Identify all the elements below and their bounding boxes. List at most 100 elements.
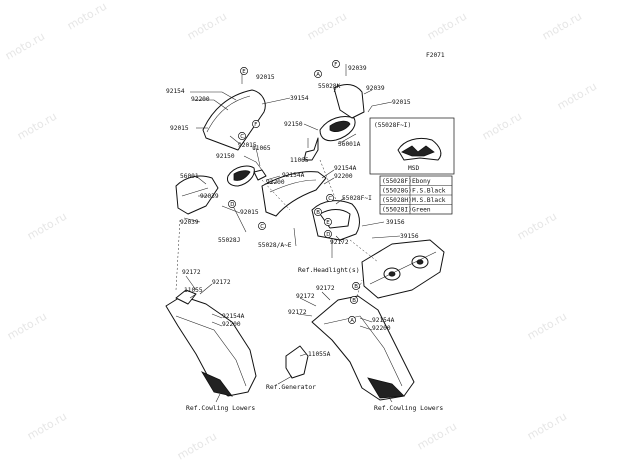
reference-label: Ref.Headlight(s): [298, 266, 360, 274]
watermark: moto.ru: [15, 110, 59, 143]
watermark: moto.ru: [515, 210, 559, 243]
ref-circle: [324, 230, 332, 238]
callout-label: 92200: [191, 96, 210, 103]
ref-letter: B: [316, 210, 320, 216]
ref-circle: [352, 282, 360, 290]
inner-panel-right: [333, 84, 365, 119]
watermark: moto.ru: [525, 410, 569, 443]
callout-label: 92154A: [372, 317, 395, 324]
watermark: moto.ru: [65, 0, 109, 33]
callout-label: 92154A: [334, 165, 357, 172]
variant-color: M.S.Black: [412, 197, 446, 204]
callout-label: 92200: [222, 321, 241, 328]
ref-circle: [252, 120, 260, 128]
callout-label: 11055A: [308, 351, 331, 358]
watermark: moto.ru: [5, 310, 49, 343]
watermark: moto.ru: [480, 110, 524, 143]
color-variant-inset: (55028F~I) MSD: [369, 117, 455, 175]
ref-letter: F: [334, 62, 337, 68]
callout-label: 92200: [372, 325, 391, 332]
watermark: moto.ru: [525, 310, 569, 343]
ref-letter: C: [328, 196, 332, 202]
ref-circle: [314, 70, 322, 78]
callout-label: 56001: [180, 173, 199, 180]
callouts: 92154 92200 92015 39154 92015 92015 9215…: [166, 65, 443, 412]
ref-letter: E: [326, 220, 330, 226]
leader-lines: [175, 64, 401, 403]
ref-circle: [332, 60, 340, 68]
ref-circle: [238, 132, 246, 140]
lower-cowling-left: [165, 289, 257, 397]
ref-letter: E: [242, 69, 246, 75]
variant-code: (55028F): [382, 178, 412, 185]
inset-title: (55028F~I): [374, 122, 411, 129]
watermark: moto.ru: [175, 430, 219, 463]
ref-circle: [228, 200, 236, 208]
watermark: moto.ru: [425, 10, 469, 43]
callout-label: 11055: [184, 287, 203, 294]
callout-label: 92015: [240, 209, 259, 216]
generator-bracket: [285, 345, 309, 379]
callout-label: 92200: [334, 173, 353, 180]
diagram-code: F2071: [426, 52, 445, 59]
variant-code: (55028I): [382, 207, 412, 214]
reference-label: Ref.Generator: [266, 383, 316, 391]
ref-letter: B: [354, 284, 358, 290]
variant-color: Ebony: [412, 178, 431, 185]
watermark-layer: moto.ru moto.ru moto.ru moto.ru moto.ru …: [3, 0, 599, 463]
callout-label: 11065: [252, 145, 271, 152]
watermark: moto.ru: [25, 210, 69, 243]
callout-label: 92154A: [222, 313, 245, 320]
callout-label: 92172: [288, 309, 307, 316]
watermark: moto.ru: [25, 410, 69, 443]
callout-label: 55028F~I: [342, 195, 372, 202]
reference-label: Ref.Cowling Lowers: [374, 404, 443, 412]
lower-cowling-right: [311, 295, 415, 401]
headlight-assembly: [361, 239, 445, 299]
watermark: moto.ru: [540, 10, 584, 43]
ref-circle: [314, 208, 322, 216]
callout-label: 92172: [316, 285, 335, 292]
watermark: moto.ru: [3, 30, 47, 63]
ref-letter: D: [230, 202, 234, 208]
callout-label: 55028/A~E: [258, 242, 292, 249]
callout-label: 92154: [166, 88, 185, 95]
color-variant-table: (55028F) Ebony (55028G) F.S.Black (55028…: [379, 175, 453, 215]
callout-label: 92172: [330, 239, 349, 246]
variant-code: (55028G): [382, 188, 412, 195]
inset-subtitle: MSD: [408, 165, 419, 172]
callout-label: 92172: [212, 279, 231, 286]
ref-letter: A: [350, 318, 354, 324]
callout-label: 39154: [290, 95, 309, 102]
watermark: moto.ru: [555, 80, 599, 113]
ref-letter: C: [260, 224, 264, 230]
ref-circle: [326, 194, 334, 202]
inner-panel-left: [175, 175, 219, 215]
callout-label: 92039: [348, 65, 367, 72]
ref-letter: D: [326, 232, 330, 238]
variant-color: Green: [412, 207, 431, 214]
reference-label: Ref.Cowling Lowers: [186, 404, 255, 412]
variant-color: F.S.Black: [412, 188, 446, 195]
ref-letter: C: [240, 134, 244, 140]
watermark: moto.ru: [185, 10, 229, 43]
callout-label: 92154A: [282, 172, 305, 179]
callout-label: 92015: [392, 99, 411, 106]
watermark: moto.ru: [305, 10, 349, 43]
callout-label: 39156: [386, 219, 405, 226]
callout-label: 56001A: [338, 141, 361, 148]
callout-label: 92172: [182, 269, 201, 276]
mirror-left: [227, 165, 267, 187]
callout-label: 92039: [200, 193, 219, 200]
callout-label: 92150: [216, 153, 235, 160]
ref-circle: [350, 296, 358, 304]
callout-label: 92015: [238, 142, 257, 149]
windshield: [202, 89, 266, 151]
watermark: moto.ru: [415, 420, 459, 453]
mirror-right: [303, 116, 356, 161]
callout-label: 55028K: [318, 83, 341, 90]
upper-cowl: [261, 171, 327, 217]
callout-label: 92200: [266, 179, 285, 186]
ref-letter: F: [254, 122, 257, 128]
